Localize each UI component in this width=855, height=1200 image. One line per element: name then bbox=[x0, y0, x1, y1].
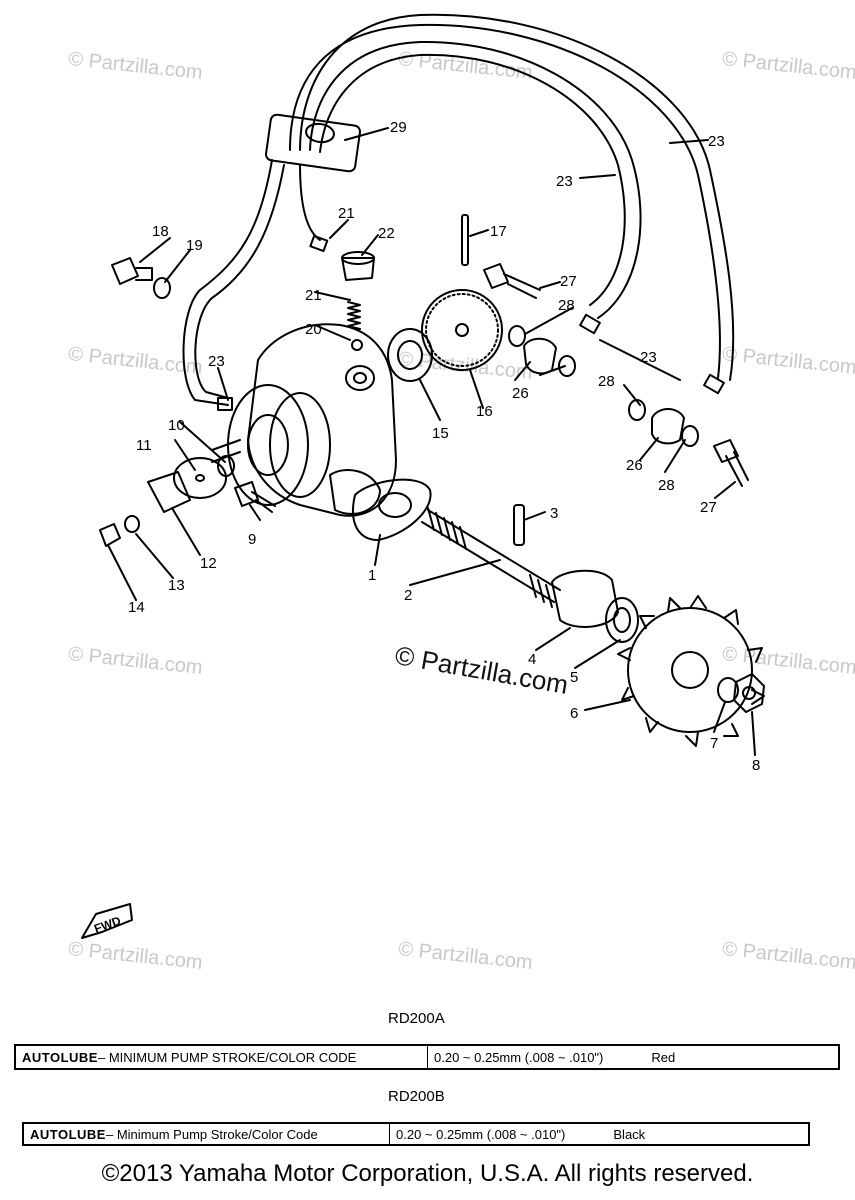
copyright-notice: ©2013 Yamaha Motor Corporation, U.S.A. A… bbox=[101, 1160, 754, 1187]
fwd-arrow bbox=[81, 903, 133, 939]
callout-7: 7 bbox=[710, 735, 718, 752]
spec-brand: AUTOLUBE bbox=[30, 1126, 106, 1142]
callout-12: 12 bbox=[200, 555, 217, 572]
callout-21-label: 21 bbox=[305, 287, 322, 304]
clamp-29 bbox=[265, 113, 361, 173]
spec-color: Red bbox=[651, 1049, 676, 1065]
callout-28-bottom: 28 bbox=[658, 477, 675, 494]
callout-9: 9 bbox=[248, 531, 256, 548]
callout-14: 14 bbox=[128, 599, 145, 616]
spec-model-a: RD200A bbox=[388, 1010, 445, 1027]
callout-13: 13 bbox=[168, 577, 185, 594]
fwd-label: FWD bbox=[92, 913, 123, 936]
callout-26-top: 26 bbox=[512, 385, 529, 402]
spec-value: 0.20 ~ 0.25mm (.008 ~ .010") bbox=[434, 1049, 604, 1065]
spec-table-b: AUTOLUBE – Minimum Pump Stroke/Color Cod… bbox=[22, 1122, 810, 1146]
callout-23-top: 21 bbox=[338, 205, 355, 222]
oil-line-25 bbox=[309, 40, 642, 319]
callout-16: 16 bbox=[476, 403, 493, 420]
callout-26-bottom: 26 bbox=[626, 457, 643, 474]
gear-16 bbox=[421, 289, 503, 371]
callout-19: 19 bbox=[186, 237, 203, 254]
callout-15: 15 bbox=[432, 425, 449, 442]
oil-line-24-inner bbox=[289, 23, 721, 379]
spec-brand: AUTOLUBE bbox=[22, 1049, 98, 1065]
oil-line-center bbox=[299, 164, 321, 241]
callout-10: 10 bbox=[168, 417, 185, 434]
callout-22: 22 bbox=[378, 225, 395, 242]
spec-value: 0.20 ~ 0.25mm (.008 ~ .010") bbox=[396, 1126, 566, 1142]
callout-17: 17 bbox=[490, 223, 507, 240]
callout-28-top: 28 bbox=[558, 297, 575, 314]
oil-line-left bbox=[182, 159, 273, 406]
spec-description: – Minimum Pump Stroke/Color Code bbox=[105, 1126, 318, 1142]
callout-18: 18 bbox=[152, 223, 169, 240]
callout-29: 29 bbox=[390, 119, 407, 136]
parts-diagram: 29 23 23 21 22 17 18 19 27 21 21 28 20 2… bbox=[81, 13, 765, 939]
spec-table-a: AUTOLUBE – MINIMUM PUMP STROKE/COLOR COD… bbox=[14, 1044, 840, 1070]
callout-27-top: 27 bbox=[560, 273, 577, 290]
spec-description: – MINIMUM PUMP STROKE/COLOR CODE bbox=[97, 1049, 357, 1065]
oil-line-24 bbox=[299, 13, 735, 381]
callout-11: 11 bbox=[136, 437, 152, 454]
callout-4: 4 bbox=[528, 651, 536, 668]
callout-2: 2 bbox=[404, 587, 412, 604]
oil-line-25-inner bbox=[319, 53, 626, 306]
oil-line-left-2 bbox=[194, 164, 285, 399]
callout-25: 23 bbox=[556, 173, 573, 190]
pump-body bbox=[247, 323, 397, 517]
callout-8: 8 bbox=[752, 757, 760, 774]
callout-28-mid: 28 bbox=[598, 373, 615, 390]
callout-27-bottom: 27 bbox=[700, 499, 717, 516]
callout-24: 23 bbox=[708, 133, 725, 150]
callout-23-right-label: 23 bbox=[640, 349, 657, 366]
plate-11 bbox=[173, 457, 227, 499]
callout-23-left: 23 bbox=[208, 353, 225, 370]
spec-color: Black bbox=[613, 1126, 646, 1142]
callout-3: 3 bbox=[550, 505, 558, 522]
callout-20: 20 bbox=[305, 321, 322, 338]
spec-model-b: RD200B bbox=[388, 1088, 445, 1105]
gear-6 bbox=[627, 607, 753, 733]
callout-6: 6 bbox=[570, 705, 578, 722]
callout-5: 5 bbox=[570, 669, 578, 686]
callout-1: 1 bbox=[368, 567, 376, 584]
